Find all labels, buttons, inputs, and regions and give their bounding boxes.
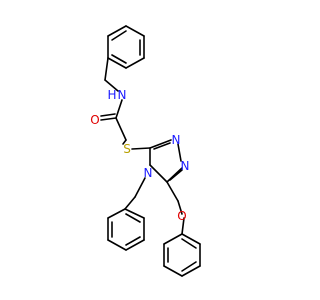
triazole-n1-label: N xyxy=(172,133,181,147)
nh-label: N H xyxy=(107,88,126,102)
nh-nitrogen-label: N xyxy=(118,88,127,102)
ether-oxygen-label: O xyxy=(177,209,186,223)
thioether-sulfur-label: S xyxy=(123,142,131,156)
phenoxymethyl-group xyxy=(163,181,201,277)
top-phenyl-ring xyxy=(107,25,145,69)
thioether-link xyxy=(131,147,151,150)
triazole-ring xyxy=(149,139,183,183)
molecule-structure: N H O S N N N O xyxy=(90,25,201,277)
carbonyl-oxygen-label: O xyxy=(90,113,99,127)
nh-hydrogen-label: H xyxy=(107,88,116,102)
n-benzyl-group xyxy=(107,177,146,251)
triazole-n2-label: N xyxy=(181,159,190,173)
triazole-n4-label: N xyxy=(144,166,153,180)
amide-chain xyxy=(100,57,127,145)
